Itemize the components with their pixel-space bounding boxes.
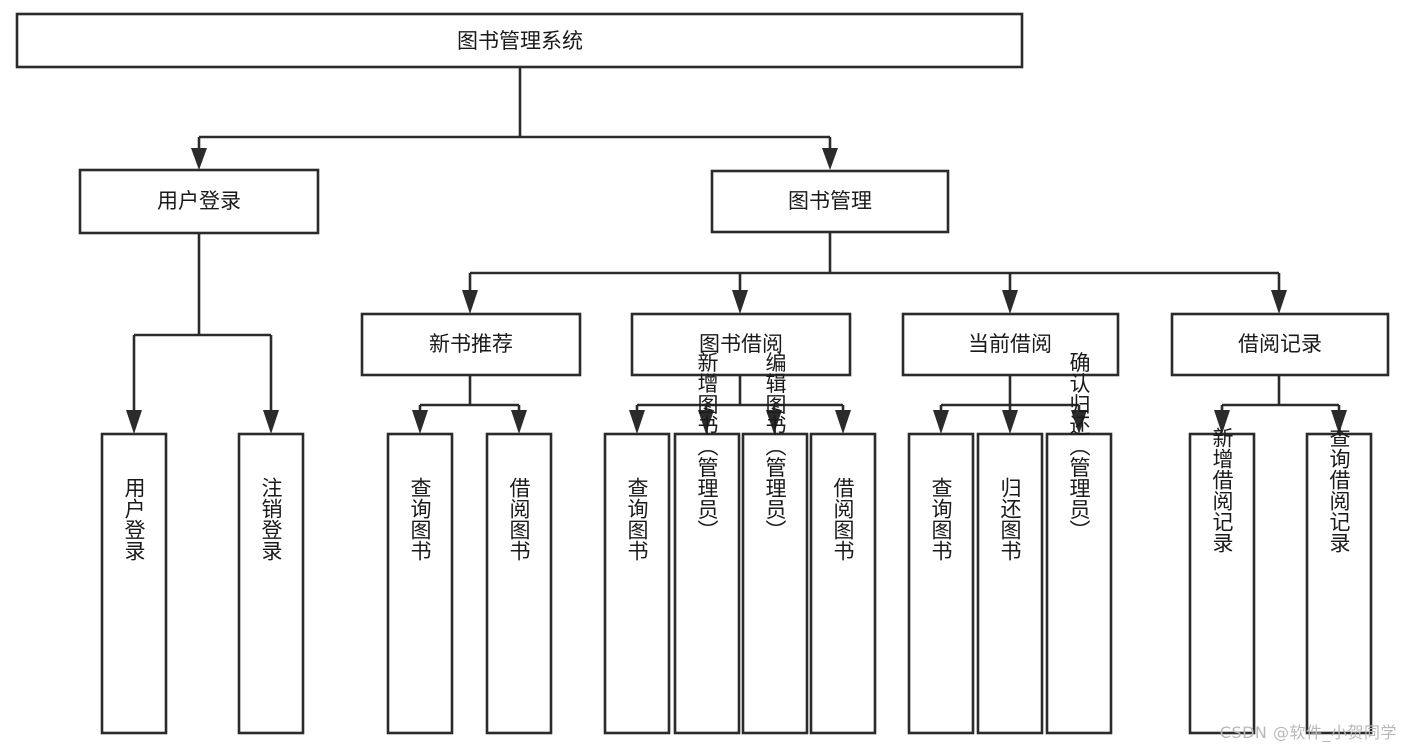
arrow-borrow-leaf-2: [698, 410, 714, 434]
node-book-borrow[interactable]: 图书借阅: [630, 312, 852, 377]
arrow-record-leaf-2: [1331, 410, 1347, 434]
leaf-node-add-book-admin[interactable]: 新增图书（管理员）: [673, 352, 741, 735]
node-label: 用户登录: [122, 477, 146, 561]
arrow-userlogin-leaf-2: [263, 410, 279, 434]
node-box: [360, 312, 582, 377]
arrow-borrow-leaf-4: [835, 410, 851, 434]
arrow-current-leaf-1: [933, 410, 949, 434]
arrow-record-leaf-1: [1214, 410, 1230, 434]
node-label: 借阅图书: [831, 477, 855, 561]
node-label: 图书借阅: [699, 332, 783, 356]
leaf-node-user-login[interactable]: 用户登录: [100, 432, 168, 735]
arrow-borrow-leaf-3: [766, 410, 782, 434]
node-box: [15, 12, 1024, 69]
arrow-bookmgmt-to-current: [1002, 290, 1018, 314]
node-label: 查询图书: [625, 477, 649, 561]
leaf-node-borrow-book-newbook[interactable]: 借阅图书: [485, 432, 553, 735]
node-box: [809, 432, 877, 735]
arrow-userlogin-leaf-1: [126, 410, 142, 434]
node-label: 借阅记录: [1238, 332, 1322, 356]
node-box: [78, 168, 320, 235]
node-box: [976, 432, 1044, 735]
node-label: 当前借阅: [968, 332, 1052, 356]
node-label: 新增图书（管理员）: [695, 352, 719, 541]
node-label: 查询图书: [929, 477, 953, 561]
arrow-borrow-leaf-1: [629, 410, 645, 434]
leaf-node-add-borrow-record[interactable]: 新增借阅记录: [1188, 427, 1256, 735]
arrow-bookmgmt-to-newbook: [462, 290, 478, 314]
node-box: [907, 432, 975, 735]
node-label: 新增借阅记录: [1210, 427, 1234, 553]
arrow-current-leaf-2: [1002, 410, 1018, 434]
node-box: [1170, 312, 1390, 377]
node-user-login[interactable]: 用户登录: [78, 168, 320, 235]
leaf-node-query-book-borrow[interactable]: 查询图书: [603, 432, 671, 735]
node-label: 查询借阅记录: [1327, 427, 1351, 553]
arrow-current-leaf-3: [1071, 410, 1087, 434]
node-box: [1188, 432, 1256, 735]
node-box: [741, 432, 809, 735]
node-box: [100, 432, 168, 735]
node-book-management[interactable]: 图书管理: [710, 169, 950, 234]
leaf-node-return-book[interactable]: 归还图书: [976, 432, 1044, 735]
node-new-book-recommend[interactable]: 新书推荐: [360, 312, 582, 377]
node-label: 图书管理系统: [457, 29, 583, 53]
arrow-bookmgmt-to-borrow: [732, 290, 748, 314]
arrow-newbook-leaf-1: [412, 410, 428, 434]
arrow-newbook-leaf-2: [511, 410, 527, 434]
node-box: [386, 432, 454, 735]
node-label: 新书推荐: [429, 332, 513, 356]
node-box: [1305, 432, 1373, 735]
connector-layer: [126, 67, 1347, 434]
leaf-node-logout[interactable]: 注销登录: [237, 432, 305, 735]
node-label: 查询图书: [408, 477, 432, 561]
arrow-root-to-user-login: [191, 148, 207, 170]
node-root-book-management-system[interactable]: 图书管理系统: [15, 12, 1024, 69]
node-label: 确认归还（管理员）: [1067, 352, 1091, 541]
node-label: 用户登录: [157, 189, 241, 213]
node-label: 借阅图书: [507, 477, 531, 561]
node-box: [237, 432, 305, 735]
node-label: 归还图书: [998, 477, 1022, 561]
node-box: [673, 432, 741, 735]
node-box: [710, 169, 950, 234]
leaf-node-edit-book-admin[interactable]: 编辑图书（管理员）: [741, 352, 809, 735]
node-box: [603, 432, 671, 735]
leaf-node-query-book-current[interactable]: 查询图书: [907, 432, 975, 735]
csdn-watermark: CSDN @软件_小贺同学: [1219, 723, 1397, 742]
node-current-borrow[interactable]: 当前借阅: [901, 312, 1120, 377]
node-borrow-record[interactable]: 借阅记录: [1170, 312, 1390, 377]
node-box: [1045, 432, 1113, 735]
node-label: 图书管理: [788, 189, 872, 213]
node-label: 注销登录: [259, 477, 283, 561]
leaf-node-query-book-newbook[interactable]: 查询图书: [386, 432, 454, 735]
node-label: 编辑图书（管理员）: [763, 352, 787, 541]
node-box: [630, 312, 852, 377]
leaf-node-borrow-book-borrow[interactable]: 借阅图书: [809, 432, 877, 735]
leaf-node-confirm-return-admin[interactable]: 确认归还（管理员）: [1045, 352, 1113, 735]
node-box: [485, 432, 553, 735]
arrow-root-to-book-mgmt: [822, 148, 838, 170]
node-box: [901, 312, 1120, 377]
leaf-node-query-borrow-record[interactable]: 查询借阅记录: [1305, 427, 1373, 735]
arrow-bookmgmt-to-record: [1271, 290, 1287, 314]
